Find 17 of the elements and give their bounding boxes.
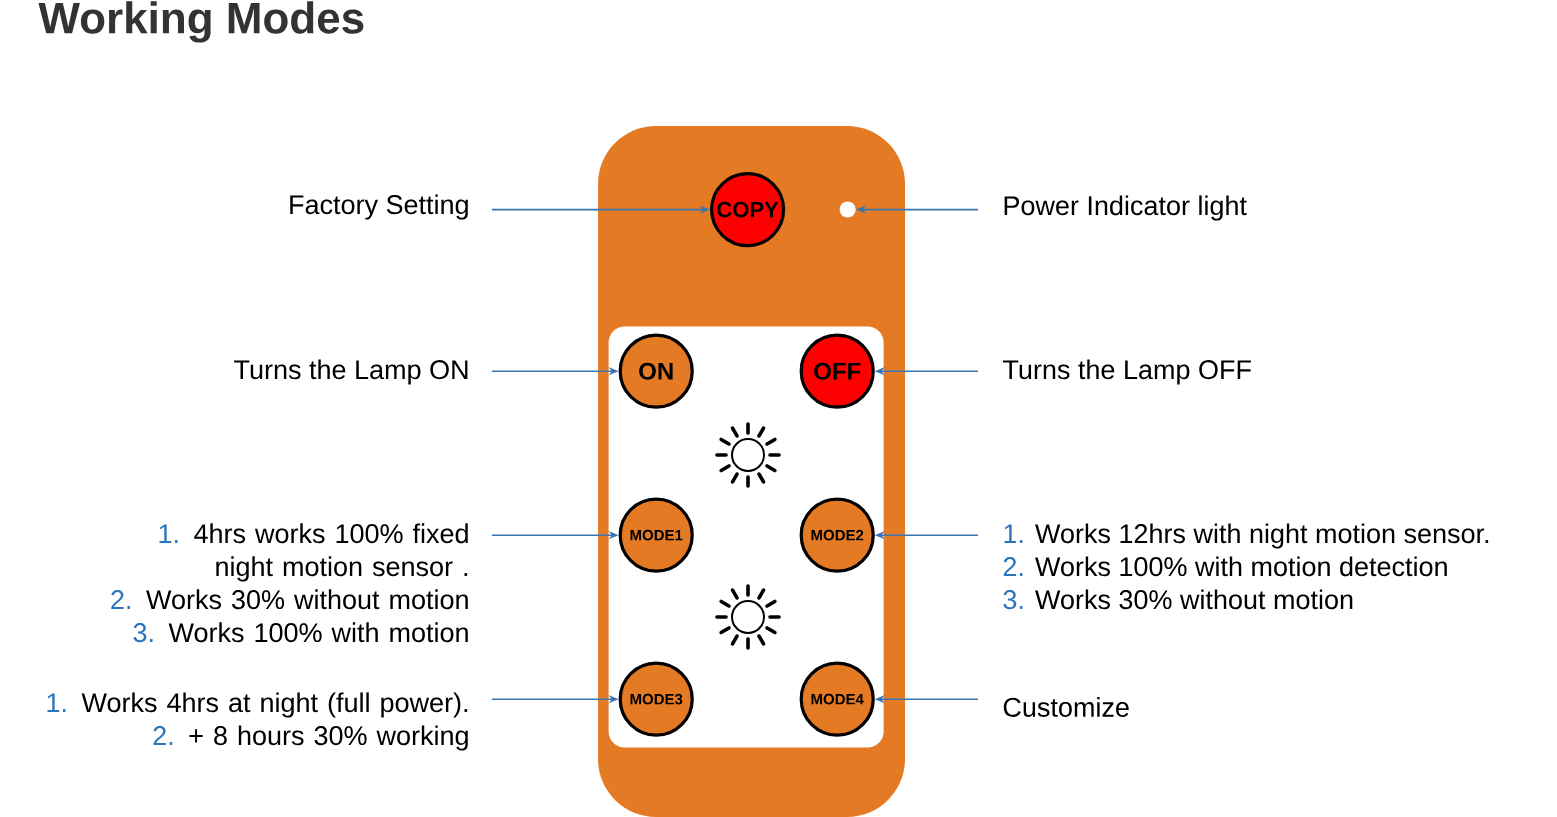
mode-button: MODE2	[799, 497, 875, 573]
mode-button: MODE3	[618, 661, 694, 737]
numbered-list: 1. Works 4hrs at night (full power). 2. + 8 hours 30% working	[47, 692, 468, 751]
label-text: Customize	[1003, 697, 1129, 717]
mode-button: MODE1	[618, 497, 694, 573]
off-button: OFF	[799, 333, 875, 409]
numbered-list: 1. Works 12hrs with night motion sensor. 2. Works 100% with motion detection 3. Works 30% without motion	[1003, 523, 1489, 610]
label-text: Turns the Lamp ON	[234, 359, 468, 385]
on-button: ON	[618, 333, 694, 409]
copy-button: COPY	[710, 172, 786, 248]
label-text: Turns the Lamp OFF	[1003, 359, 1251, 385]
numbered-list: 1. 4hrs works 100% fixed night motion sensor . 2. Works 30% without motion 3. Works 100% with motion	[111, 523, 468, 643]
label-text: Factory Setting	[290, 194, 468, 220]
title: Working Modes	[38, 1, 364, 43]
label-text: Power Indicator light	[1004, 195, 1247, 221]
mode-button: MODE4	[799, 661, 875, 737]
indicator-light	[839, 201, 856, 218]
